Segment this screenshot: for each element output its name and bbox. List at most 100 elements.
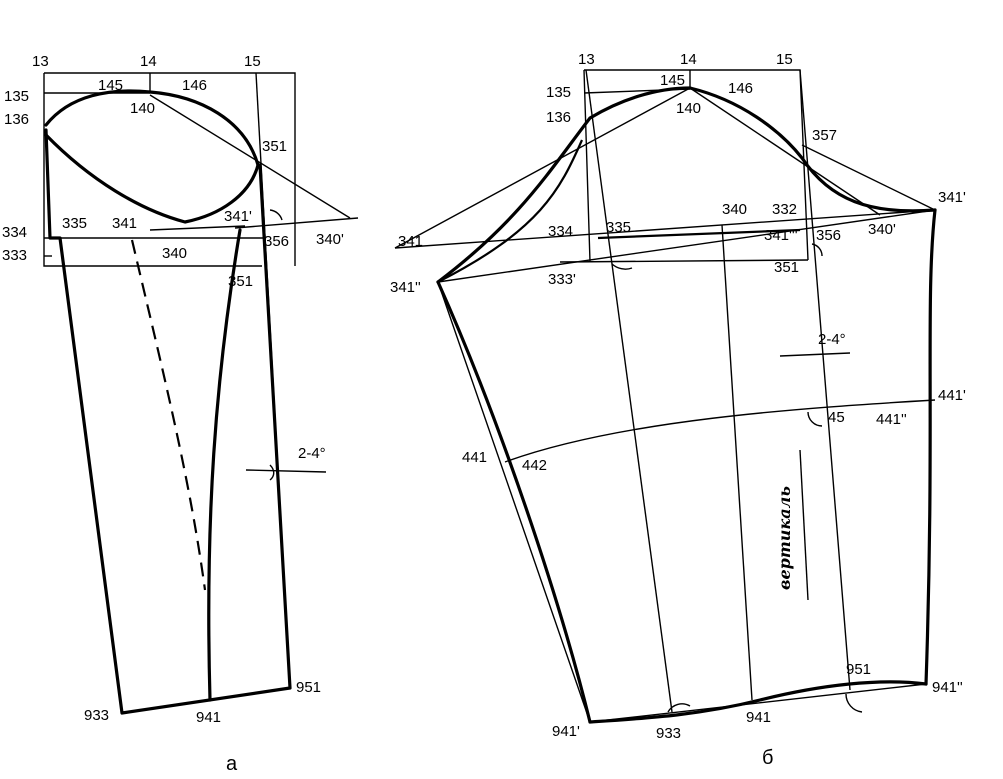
right-line-357-341p	[801, 144, 936, 211]
left-elbow-dash	[130, 239, 207, 591]
right-hem-alt	[589, 683, 927, 723]
right-label-442: 442	[522, 457, 547, 474]
left-label-341: 341	[112, 215, 137, 232]
left-frame-top	[44, 72, 296, 266]
left-label-933: 933	[84, 707, 109, 724]
right-label-933: 933	[656, 725, 681, 742]
left-label-334: 334	[2, 224, 27, 241]
right-angle-933	[667, 703, 691, 713]
left-front-seam	[207, 228, 242, 702]
right-label-140: 140	[676, 100, 701, 117]
right-sleeve-construction: 13 14 15 135 145 146 140 136 357 341' 34…	[390, 51, 966, 769]
right-line-140-357	[689, 87, 881, 216]
right-label-335: 335	[606, 219, 631, 236]
right-vertical-marker	[799, 449, 809, 601]
left-sleeve-cap-lower	[44, 133, 260, 224]
left-line-341p-340p	[234, 217, 359, 229]
right-label-341p: 341'	[938, 189, 966, 206]
right-line-341-136	[394, 87, 691, 249]
right-label-351: 351	[774, 259, 799, 276]
right-sleeve-cap-inner	[437, 139, 584, 283]
right-label-332: 332	[772, 201, 797, 218]
left-label-335: 335	[62, 215, 87, 232]
left-label-341p: 341'	[224, 208, 252, 225]
right-label-356: 356	[816, 227, 841, 244]
right-label-340: 340	[722, 201, 747, 218]
right-label-941p: 941'	[552, 723, 580, 740]
right-label-146: 146	[728, 80, 753, 97]
right-outer-seam	[436, 280, 592, 724]
right-sleeve-cap-left	[436, 86, 692, 284]
left-angle-2-4	[245, 469, 327, 473]
right-label-145: 145	[660, 72, 685, 89]
left-label-951: 951	[296, 679, 321, 696]
left-label-135: 135	[4, 88, 29, 105]
right-label-14: 14	[680, 51, 697, 68]
right-angle-351	[811, 243, 823, 257]
left-label-340p: 340'	[316, 231, 344, 248]
left-label-356: 356	[264, 233, 289, 250]
right-label-441p: 441'	[938, 387, 966, 404]
left-vertical-15	[255, 72, 291, 689]
right-angle-951	[845, 693, 863, 713]
right-label-441: 441	[462, 449, 487, 466]
right-label-15: 15	[776, 51, 793, 68]
right-sleeve-cap-right	[688, 86, 937, 213]
right-angle-2-4	[779, 352, 851, 357]
right-vertical-15	[799, 69, 851, 691]
right-label-941: 941	[746, 709, 771, 726]
right-front-seam	[924, 208, 937, 686]
left-label-351-top: 351	[262, 138, 287, 155]
right-angle-45	[807, 411, 823, 427]
left-label-136: 136	[4, 111, 29, 128]
right-label-13: 13	[578, 51, 595, 68]
right-label-341: 341	[398, 233, 423, 250]
right-label-333p: 333'	[548, 271, 576, 288]
right-label-136: 136	[546, 109, 571, 126]
left-label-145: 145	[98, 77, 123, 94]
left-label-13: 13	[32, 53, 49, 70]
right-label-340p: 340'	[868, 221, 896, 238]
caption-b: б	[762, 747, 773, 769]
left-label-14: 14	[140, 53, 157, 70]
right-hem	[588, 680, 928, 724]
right-line-335-341ppp	[597, 228, 801, 240]
left-line-140-340p	[149, 94, 351, 219]
right-vertical-340	[721, 224, 753, 701]
left-label-146: 146	[182, 77, 207, 94]
right-label-357: 357	[812, 127, 837, 144]
left-label-333: 333	[2, 247, 27, 264]
right-label-135: 135	[546, 84, 571, 101]
right-frame-left	[583, 69, 591, 263]
right-label-341ppp: 341'''	[764, 227, 798, 244]
right-label-441pp: 441''	[876, 411, 907, 428]
right-label-334: 334	[548, 223, 573, 240]
right-vertical-13	[585, 69, 673, 713]
right-label-angle: 2-4°	[818, 331, 846, 348]
right-line-341-341p	[394, 209, 936, 249]
left-line-340-341p	[149, 225, 246, 231]
right-label-941pp: 941''	[932, 679, 963, 696]
left-label-340: 340	[162, 245, 187, 262]
left-frame-left	[43, 73, 262, 267]
vertical-label: вертикаль	[775, 486, 794, 590]
right-elbow-line	[504, 399, 936, 463]
left-label-941: 941	[196, 709, 221, 726]
left-label-angle: 2-4°	[298, 445, 326, 462]
right-line-341pp-340p	[437, 209, 936, 283]
right-label-951: 951	[846, 661, 871, 678]
left-label-351-bottom: 351	[228, 273, 253, 290]
left-angle-marker	[269, 209, 283, 221]
right-label-45: 45	[828, 409, 845, 426]
caption-a: а	[226, 753, 238, 775]
left-label-15: 15	[244, 53, 261, 70]
right-line-333p-351	[559, 259, 809, 263]
right-outer-seam-alt	[437, 281, 591, 723]
right-label-341pp: 341''	[390, 279, 421, 296]
left-sleeve-construction: 13 14 15 135 145 146 140 136 351 341' 33…	[2, 53, 359, 775]
left-sleeve-cap-upper	[44, 89, 260, 167]
right-angle-333p	[611, 263, 633, 270]
left-angle-arc	[269, 464, 275, 481]
left-label-140: 140	[130, 100, 155, 117]
